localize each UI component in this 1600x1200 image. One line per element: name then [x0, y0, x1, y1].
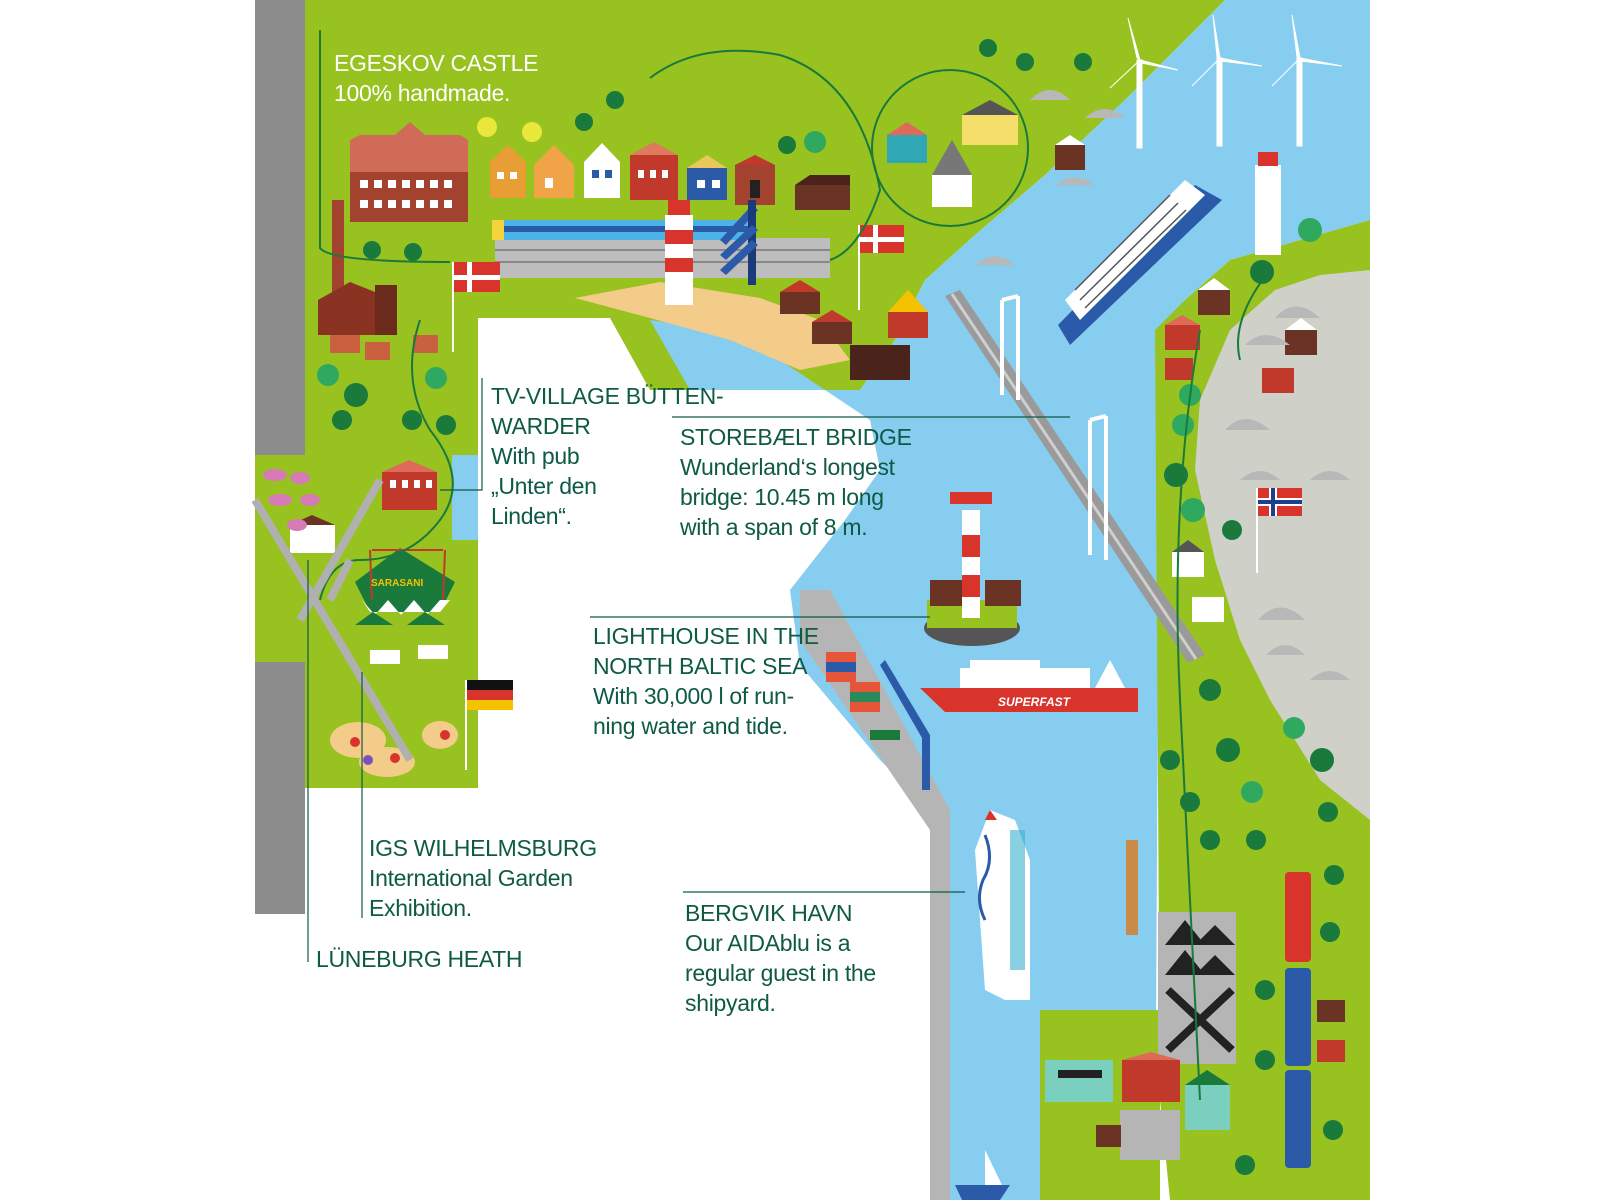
egeskov-title: EGESKOV CASTLE: [334, 50, 539, 76]
germany-flag-icon: [465, 680, 513, 770]
label-egeskov-castle: EGESKOV CASTLE 100% handmade.: [334, 48, 538, 108]
left-roads: [251, 478, 414, 763]
right-houses: [1165, 278, 1345, 1062]
bergvik-line1: Our AIDAblu is a: [685, 930, 851, 956]
egeskov-castle-icon: [350, 122, 468, 222]
bergvik-line2: regular guest in the: [685, 960, 876, 986]
aidablu-ship-icon: [975, 810, 1030, 1000]
storebaelt-line1: Wunderland‘s longest: [680, 454, 895, 480]
ferry-name: SUPERFAST: [998, 695, 1072, 709]
denmark-flag-icon: [452, 225, 904, 352]
igs-line1: International Garden: [369, 865, 573, 891]
train-icon: [1285, 872, 1311, 1168]
crane-icon: [720, 200, 758, 285]
water-inlet: [452, 455, 478, 540]
village-circle: [871, 69, 1029, 227]
heath-flowers: [263, 469, 320, 531]
circus-sign: SARASANI: [371, 578, 423, 589]
egeskov-line1: 100% handmade.: [334, 80, 511, 106]
tv-village-line1: With pub: [491, 443, 580, 469]
garden-exhibition-icon: [330, 721, 458, 777]
tv-village-house: [290, 460, 437, 553]
land-shipyard: [1040, 1010, 1160, 1200]
lighthouse-title1: LIGHTHOUSE IN THE: [593, 623, 819, 649]
beach: [575, 282, 850, 370]
leader-lines: [307, 378, 1070, 962]
igs-line2: Exhibition.: [369, 895, 472, 921]
cruise-ship-icon: [1058, 180, 1222, 345]
container-cranes: [826, 652, 930, 790]
ferry-icon: [920, 660, 1138, 712]
bridge-pylon-1: [1000, 294, 1108, 560]
tv-village-line2: „Unter den: [491, 473, 597, 499]
storebaelt-title: STOREBÆLT BRIDGE: [680, 424, 912, 450]
harbor-quay: [800, 590, 950, 1200]
beach-houses: [780, 280, 928, 380]
label-tv-village: TV-VILLAGE BÜTTEN- WARDER With pub „Unte…: [491, 381, 724, 531]
bergvik-line3: shipyard.: [685, 990, 776, 1016]
label-bergvik-havn: BERGVIK HAVN Our AIDAblu is a regular gu…: [685, 898, 876, 1018]
sailboat-icon: [955, 1150, 1010, 1200]
house-icon: [490, 142, 850, 210]
label-storebaelt-bridge: STOREBÆLT BRIDGE Wunderland‘s longest br…: [680, 422, 912, 542]
label-igs-wilhelmsburg: IGS WILHELMSBURG International Garden Ex…: [369, 833, 597, 923]
tv-village-line3: Linden“.: [491, 503, 572, 529]
lighthouse-icon: [665, 200, 693, 305]
left-road-strip-lower: [255, 662, 305, 914]
wind-turbine-icon: [1109, 14, 1343, 149]
circus-tent-icon: [355, 548, 455, 664]
left-road-strip: [255, 0, 305, 455]
lighthouse-title2: NORTH BALTIC SEA: [593, 653, 808, 679]
label-lighthouse: LIGHTHOUSE IN THE NORTH BALTIC SEA With …: [593, 621, 819, 741]
pier: [1126, 840, 1138, 935]
tv-village-title2: WARDER: [491, 413, 591, 439]
lighthouse-north-baltic: [924, 492, 1021, 646]
label-luneburg-heath: LÜNEBURG HEATH: [316, 944, 523, 974]
storebaelt-line3: with a span of 8 m.: [680, 514, 868, 540]
rocky-hills: [1195, 270, 1370, 820]
luneburg-title: LÜNEBURG HEATH: [316, 946, 523, 972]
tv-village-title1: TV-VILLAGE BÜTTEN-: [491, 383, 724, 409]
lighthouse-line2: ning water and tide.: [593, 713, 788, 739]
factory-icon: [318, 200, 438, 360]
storebaelt-line2: bridge: 10.45 m long: [680, 484, 884, 510]
tree-icon: [317, 39, 1344, 1175]
igs-title: IGS WILHELMSBURG: [369, 835, 597, 861]
lighthouse-line1: With 30,000 l of run-: [593, 683, 794, 709]
shipyard-buildings: [1045, 920, 1235, 1160]
bergvik-title: BERGVIK HAVN: [685, 900, 853, 926]
lighthouse-tower-right: [1255, 152, 1281, 255]
village-houses: [887, 100, 1085, 207]
norway-flag-icon: [1256, 488, 1302, 573]
rail-lines: [319, 30, 1271, 1101]
